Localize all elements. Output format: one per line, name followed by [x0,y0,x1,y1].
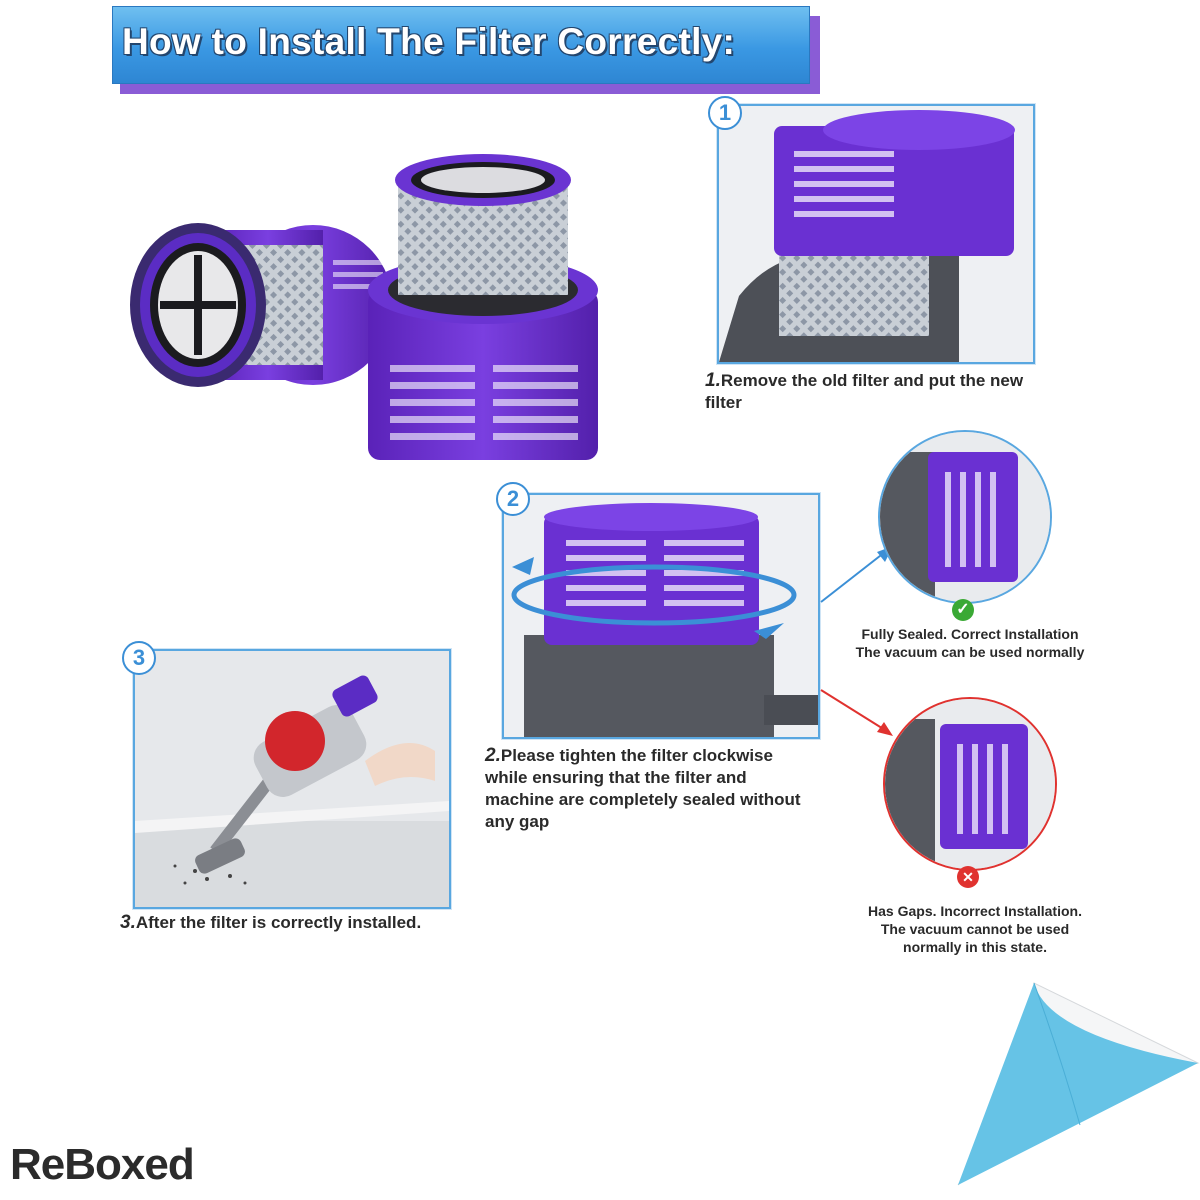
step-2-rotation-image [504,495,818,737]
step-3-caption: 3.After the filter is correctly installe… [120,912,500,934]
step-1-badge: 1 [708,96,742,130]
step-2-badge: 2 [496,482,530,516]
page-title: How to Install The Filter Correctly: [122,21,736,62]
checkmark-icon: ✓ [952,599,974,621]
step-1-photo [717,104,1035,364]
correct-line-1: Fully Sealed. Correct Installation [861,626,1079,642]
step-2-number: 2. [485,745,501,766]
step-3-badge: 3 [122,641,156,675]
step-1-number: 1. [705,370,721,391]
step-1-text: Remove the old filter and put the new fi… [705,371,1024,412]
step-1-filter-image [719,106,1033,362]
incorrect-install-label: Has Gaps. Incorrect Installation. The va… [830,902,1120,956]
step-2-caption: 2.Please tighten the filter clockwise wh… [485,745,815,833]
page-curl-decoration [957,982,1200,1186]
correct-line-2: The vacuum can be used normally [855,644,1085,660]
incorrect-install-photo [883,697,1057,871]
step-2-text: Please tighten the filter clockwise whil… [485,746,801,831]
step-3-vacuum-image [135,651,449,907]
filter-product-illustration [130,154,598,460]
correct-install-photo [878,430,1052,604]
step-3-text: After the filter is correctly installed. [135,913,422,932]
incorrect-line-2: The vacuum cannot be used [880,921,1070,937]
brand-logo: ReBoxed [10,1140,195,1189]
step-1-caption: 1.Remove the old filter and put the new … [705,370,1035,414]
step-2-photo [502,493,820,739]
cross-icon: ✕ [957,866,979,888]
step-3-photo [133,649,451,909]
correct-install-label: Fully Sealed. Correct Installation The v… [830,625,1110,661]
incorrect-line-1: Has Gaps. Incorrect Installation. [868,903,1082,919]
gapped-filter-image [885,699,1055,869]
sealed-filter-image [880,432,1050,602]
incorrect-line-3: normally in this state. [903,939,1047,955]
title-banner [112,6,810,84]
arrow-incorrect-icon [877,722,893,736]
step-3-number: 3. [120,912,136,933]
